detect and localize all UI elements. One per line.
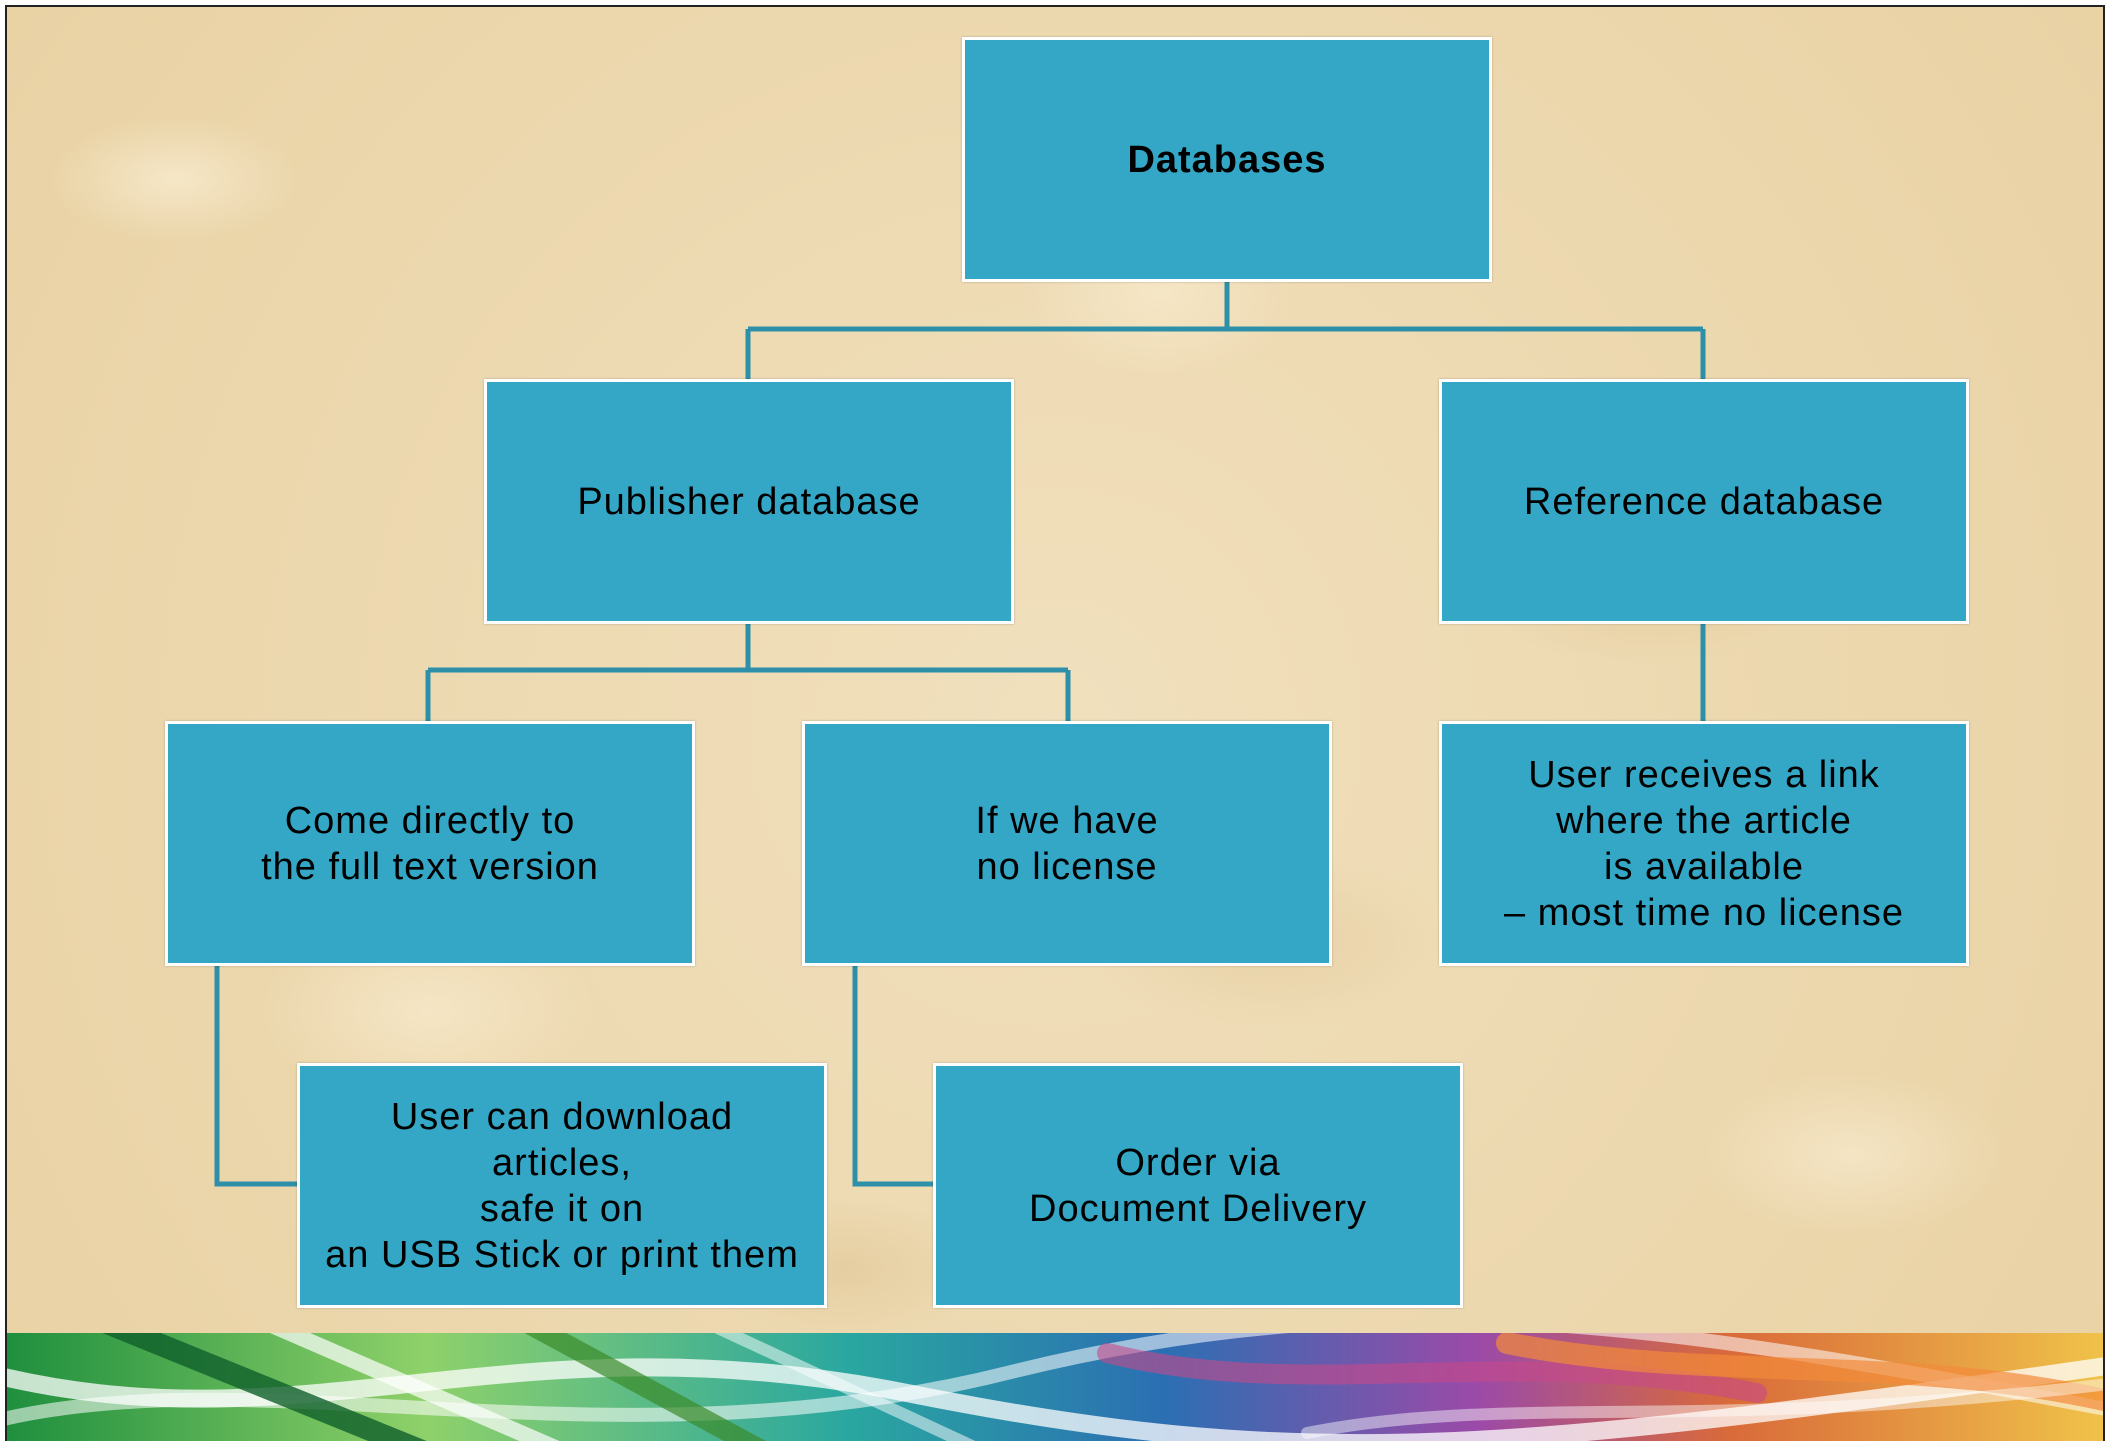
node-order-document-delivery: Order via Document Delivery: [933, 1063, 1463, 1308]
node-publisher-database: Publisher database: [484, 379, 1014, 624]
connector-publisher-to-children: [425, 623, 1071, 722]
node-reference-link: User receives a link where the article i…: [1439, 721, 1969, 966]
node-reference-database: Reference database: [1439, 379, 1969, 624]
connector-lines: [214, 281, 1706, 1187]
slide: Databases Publisher database Reference d…: [5, 5, 2105, 1441]
node-no-license: If we have no license: [802, 721, 1332, 966]
connector-nolicense-to-order: [852, 965, 935, 1187]
node-full-text: Come directly to the full text version: [165, 721, 695, 966]
node-databases: Databases: [962, 37, 1492, 282]
node-user-download: User can download articles, safe it on a…: [297, 1063, 827, 1308]
connector-root-to-children: [745, 281, 1706, 379]
footer-decoration: [7, 1333, 2103, 1441]
connector-fulltext-to-download: [214, 965, 299, 1187]
